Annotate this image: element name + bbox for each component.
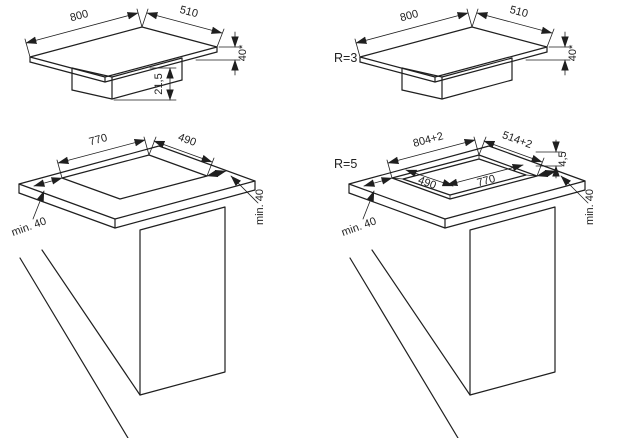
leader-line: [32, 190, 45, 220]
outer-depth-label: 514+2: [500, 129, 533, 151]
cabinet-side-line: [19, 257, 129, 438]
cabinet-door: [139, 206, 226, 396]
hob-iso-left: 800 510 40* 21,5: [24, 4, 249, 101]
dim-cutout-width-left: 770: [56, 132, 150, 179]
cutout-outer-rebate: [391, 154, 538, 200]
dim-hob-width-left: 800: [24, 8, 143, 58]
extension-line: [478, 136, 487, 156]
dimension-line: [57, 139, 146, 164]
dimension-line: [446, 164, 524, 186]
outer-width-label: 804+2: [412, 130, 445, 150]
step-depth-label: 4,5: [557, 151, 569, 166]
dim-hob-height-left: 40*: [195, 31, 249, 76]
hob-iso-right: R=3 800 510 40*: [334, 4, 579, 100]
dimension-line: [387, 139, 476, 164]
dimension-line: [405, 169, 454, 187]
extension-line: [216, 28, 225, 48]
inner-depth-label: 490: [416, 174, 437, 192]
min-clearance-label: min. 40: [254, 189, 266, 225]
dimension-line: [146, 12, 223, 34]
leader-line: [362, 190, 375, 220]
glass-underside: [359, 51, 548, 83]
extension-line: [136, 8, 143, 28]
dimension-line: [25, 12, 139, 44]
cutout-depth-label-left: 490: [176, 131, 197, 149]
worktop-front-band: [18, 189, 256, 229]
extension-line: [546, 28, 555, 48]
worktop-front-band: [348, 189, 586, 229]
body-bottom-edges: [71, 79, 183, 100]
cabinet-below: [349, 206, 556, 438]
dim-label-hob-height-left: 40*: [237, 44, 249, 61]
worktop-cutout-left: 770 490 min. 40 min. 40: [10, 131, 266, 438]
cabinet-side-line: [41, 249, 141, 396]
dim-hob-width-right: 800: [354, 8, 473, 58]
cutout-opening: [61, 154, 208, 200]
dim-label-hob-depth-left: 510: [178, 4, 199, 20]
leader-line: [560, 175, 589, 204]
dim-inner-width-br: 770: [446, 164, 524, 189]
clearance-right-br: min. 40: [536, 169, 596, 225]
cabinet-side-line: [371, 249, 471, 396]
body-bottom-edges: [401, 79, 513, 100]
leader-line: [230, 175, 259, 204]
stepped-cutout: [391, 154, 538, 200]
clearance-right-bl: min. 40: [206, 169, 266, 225]
clearance-left-bl: min. 40: [10, 177, 63, 239]
step-corner: [391, 177, 404, 180]
dim-label-hob-body-height-left: 21,5: [153, 73, 165, 94]
min-clearance-label: min. 40: [584, 189, 596, 225]
dimension-line: [476, 12, 553, 34]
min-clearance-label: min. 40: [10, 215, 48, 239]
dim-label-hob-width-right: 800: [399, 8, 420, 24]
dimension-line: [355, 12, 469, 44]
inner-width-label: 770: [476, 173, 497, 189]
dim-outer-depth-br: 514+2: [478, 129, 545, 177]
cabinet-door: [469, 206, 556, 396]
extension-line: [471, 8, 479, 28]
extension-line: [141, 8, 149, 28]
radius-label-cutout-right: R=5: [334, 157, 357, 171]
dim-label-hob-width-left: 800: [69, 8, 90, 24]
worktop-cutout-right: R=5 804+2 514+2 4,5 490 770: [334, 129, 596, 438]
dimension-line: [363, 177, 393, 187]
cutout-width-label-left: 770: [88, 132, 109, 148]
dim-label-hob-height-right: 40*: [567, 44, 579, 61]
cabinet-side-line: [349, 257, 459, 438]
clearance-left-br: min. 40: [340, 177, 393, 239]
hob-body-box: [71, 57, 183, 100]
dimension-line: [536, 169, 557, 178]
extension-line: [24, 38, 31, 58]
step-corner: [525, 174, 538, 177]
dim-hob-depth-left: 510: [141, 4, 225, 48]
cabinet-below: [19, 206, 226, 438]
dim-hob-depth-right: 510: [471, 4, 555, 48]
dim-hob-body-height-left: 21,5: [113, 67, 177, 101]
extension-line: [466, 8, 473, 28]
dim-inner-depth-br: 490: [405, 169, 454, 192]
radius-label-hob-right: R=3: [334, 51, 357, 65]
hob-body-box: [401, 57, 513, 100]
dimension-line: [206, 169, 227, 178]
dimension-line: [483, 140, 543, 163]
min-clearance-label: min. 40: [340, 215, 378, 239]
dimension-line: [33, 177, 63, 187]
dimension-line: [153, 140, 213, 163]
dim-label-hob-depth-right: 510: [508, 4, 529, 20]
extension-line: [148, 136, 157, 156]
glass-underside: [29, 51, 218, 83]
dim-hob-height-right: 40*: [525, 31, 579, 76]
